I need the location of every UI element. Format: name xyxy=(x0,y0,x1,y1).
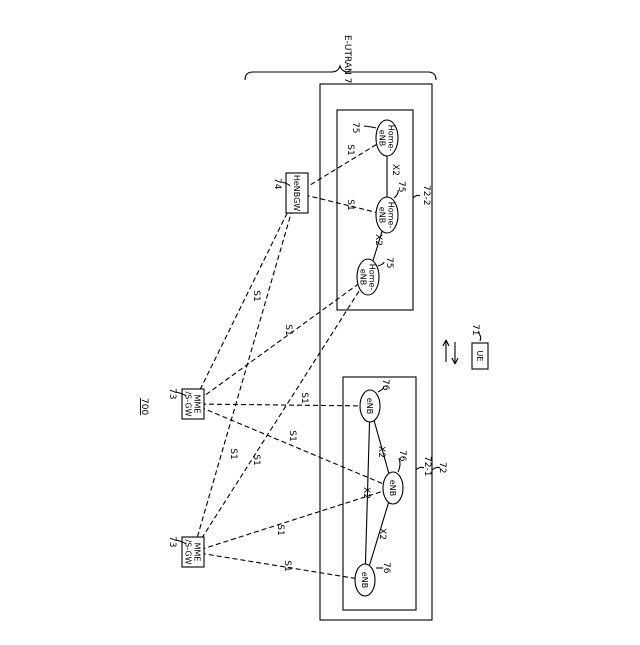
node-label-enb_3: eNB xyxy=(360,572,369,588)
node-label-enb_1: eNB xyxy=(365,398,374,414)
node-ref-henb_3: 75 xyxy=(384,257,394,268)
edge-label-enb_1-enb_2: X2 xyxy=(376,446,386,458)
node-mme_b: MME/S-GW 73 xyxy=(167,536,204,567)
eutran-label: E-UTRAN 70 xyxy=(342,35,352,89)
node-ref-henb_1: 75 xyxy=(350,122,360,133)
edge-label-mme_a-henb_3: S1 xyxy=(283,324,293,335)
node-ref-enb_3: 76 xyxy=(381,562,391,574)
node-ref-mme_a: 73 xyxy=(167,388,177,399)
edge-label-mme_b-henb_3: S1 xyxy=(251,454,261,465)
node-ue: UE 71 xyxy=(470,324,488,369)
edge-label-enb_1-enb_3: X2 xyxy=(361,487,371,499)
node-label-enb_2: eNB xyxy=(388,480,397,496)
edge-label-mme_b-enb_2: S1 xyxy=(275,524,285,535)
node-label-henbgw: HeNBGW xyxy=(292,175,301,211)
node-henbgw: HeNBGW 74 xyxy=(272,173,308,213)
edge-label-henb_1-henb_2: X2 xyxy=(390,164,400,176)
edge-label-henb_2-henb_3: X2 xyxy=(373,234,383,246)
edge-label-henbgw-henb_2: S1 xyxy=(345,199,355,210)
node-label-mme_a: MME/S-GW xyxy=(184,391,202,416)
node-ref-henb_2: 75 xyxy=(396,181,406,192)
node-ref-ue: 71 xyxy=(470,324,480,335)
node-ref-enb_2: 76 xyxy=(397,450,407,462)
node-label-ue: UE xyxy=(475,351,484,362)
edge-label-mme_b-henbgw: S1 xyxy=(228,448,238,459)
radio-link-arrows xyxy=(443,340,458,364)
edge-label-mme_a-henbgw: S1 xyxy=(251,290,261,301)
node-label-mme_b: MME/S-GW xyxy=(184,539,202,564)
ref-72: 72 xyxy=(437,462,447,473)
edge-label-mme_b-enb_3: S1 xyxy=(282,560,292,571)
edge-label-henbgw-henb_1: S1 xyxy=(345,144,355,155)
node-ref-enb_1: 76 xyxy=(380,379,390,391)
edge-label-mme_a-enb_1: S1 xyxy=(299,392,309,403)
node-ref-mme_b: 73 xyxy=(167,536,177,547)
edge-label-mme_a-enb_2: S1 xyxy=(287,430,297,441)
node-mme_a: MME/S-GW 73 xyxy=(167,388,204,419)
eutran-brace xyxy=(245,66,436,80)
system-ref: 700 xyxy=(139,398,149,415)
node-ref-henbgw: 74 xyxy=(272,178,282,190)
ref-72-2: 72-2 xyxy=(421,185,431,205)
ref-72-1: 72-1 xyxy=(422,456,432,476)
edge-label-enb_2-enb_3: X2 xyxy=(377,528,387,540)
